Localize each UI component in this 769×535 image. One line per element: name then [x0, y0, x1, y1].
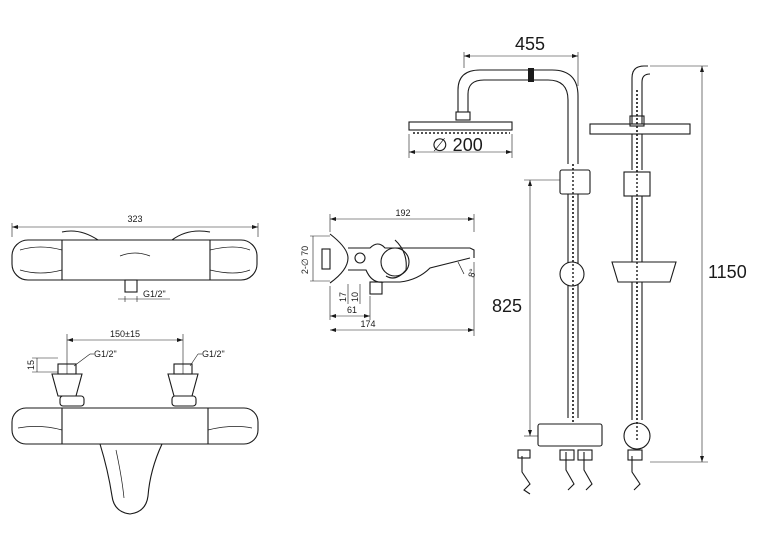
dim-17: 17: [338, 292, 348, 302]
head-diameter-label: ∅ 200: [432, 135, 483, 155]
dim-150: 150±15: [110, 329, 140, 339]
shower-column-side: 1150: [589, 65, 747, 491]
height-825-label: 825: [492, 296, 522, 316]
dim-2x70: 2-∅ 70: [300, 246, 310, 274]
dim-174: 174: [360, 319, 375, 329]
width-label-323: 323: [127, 214, 142, 224]
mixer-side-view: 192 2-∅ 70 8° 17 10 61 174: [300, 208, 478, 336]
dim-192: 192: [395, 208, 410, 218]
thread-label-right: G1/2": [202, 349, 225, 359]
arm-length-label: 455: [515, 34, 545, 54]
height-1150-label: 1150: [708, 262, 747, 282]
thread-label-left: G1/2": [94, 349, 117, 359]
shower-column-front: 455 ∅ 200 825: [408, 34, 603, 495]
dim-10: 10: [350, 292, 360, 302]
mixer-front-view: 323 G1/2": [11, 214, 259, 302]
dim-15: 15: [26, 360, 36, 370]
angle-label: 8°: [466, 267, 478, 278]
dim-61: 61: [347, 305, 357, 315]
mixer-bottom-view: 150±15 15 G1/2" G1/2": [11, 329, 259, 515]
thread-label-front: G1/2": [143, 289, 166, 299]
